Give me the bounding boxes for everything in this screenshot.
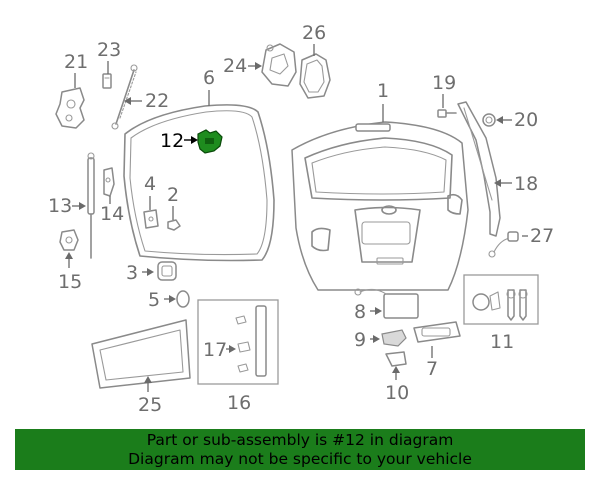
garnish-18 — [457, 101, 501, 237]
plug-5 — [176, 290, 190, 308]
callout-27: 27 — [530, 225, 554, 247]
callout-22: 22 — [145, 90, 169, 112]
callout-13: 13 — [48, 195, 72, 217]
clip-23 — [102, 73, 112, 89]
callout-14: 14 — [100, 203, 124, 225]
stopper-3 — [157, 261, 177, 281]
callout-15: 15 — [58, 271, 82, 293]
callout-6: 6 — [203, 67, 215, 89]
bumper-4 — [143, 209, 159, 229]
callout-12: 12 — [160, 130, 184, 152]
actuator-8 — [354, 288, 419, 319]
strut-13 — [87, 152, 95, 259]
callout-2: 2 — [167, 184, 179, 206]
callout-16: 16 — [227, 392, 251, 414]
banner-line-2: Diagram may not be specific to your vehi… — [128, 449, 472, 468]
liftgate-panel — [291, 121, 469, 291]
callout-4: 4 — [144, 173, 156, 195]
bracket-14 — [103, 167, 115, 197]
callout-11: 11 — [490, 331, 514, 353]
weatherstrip — [123, 104, 275, 262]
bolt-19 — [437, 109, 457, 118]
callout-1: 1 — [377, 80, 389, 102]
callout-10: 10 — [385, 382, 409, 404]
hinge-15 — [59, 229, 79, 251]
callout-18: 18 — [514, 173, 538, 195]
callout-20: 20 — [514, 109, 538, 131]
callout-21: 21 — [64, 51, 88, 73]
callout-23: 23 — [97, 39, 121, 61]
parts-diagram: 1 6 12 21 23 22 24 — [48, 22, 554, 416]
trim-panel-25 — [91, 319, 191, 389]
callout-19: 19 — [432, 72, 456, 94]
box-11 — [463, 274, 539, 325]
cover-26 — [299, 53, 331, 99]
callout-17: 17 — [203, 339, 227, 361]
callout-26: 26 — [302, 22, 326, 44]
clips-17 — [235, 305, 267, 377]
strut-22 — [111, 64, 138, 130]
banner-line-1: Part or sub-assembly is #12 in diagram — [146, 430, 454, 449]
info-banner: Part or sub-assembly is #12 in diagram D… — [15, 429, 585, 470]
highlighted-part-12 — [197, 129, 223, 154]
lock-10 — [385, 351, 407, 367]
callout-5: 5 — [148, 289, 160, 311]
grommet-20 — [482, 113, 496, 127]
callout-24: 24 — [223, 55, 247, 77]
callout-3: 3 — [126, 262, 138, 284]
callout-7: 7 — [426, 358, 438, 380]
lock-cylinder-keys-11 — [472, 289, 528, 321]
sensor-27 — [488, 231, 519, 258]
switch-9 — [381, 329, 407, 347]
box-16 — [197, 299, 279, 385]
cushion-2 — [167, 219, 181, 231]
handle-7 — [413, 321, 461, 343]
bracket-24 — [261, 43, 297, 87]
bracket-21 — [55, 87, 85, 129]
callout-8: 8 — [354, 301, 366, 323]
callout-9: 9 — [354, 329, 366, 351]
callout-25: 25 — [138, 394, 162, 416]
